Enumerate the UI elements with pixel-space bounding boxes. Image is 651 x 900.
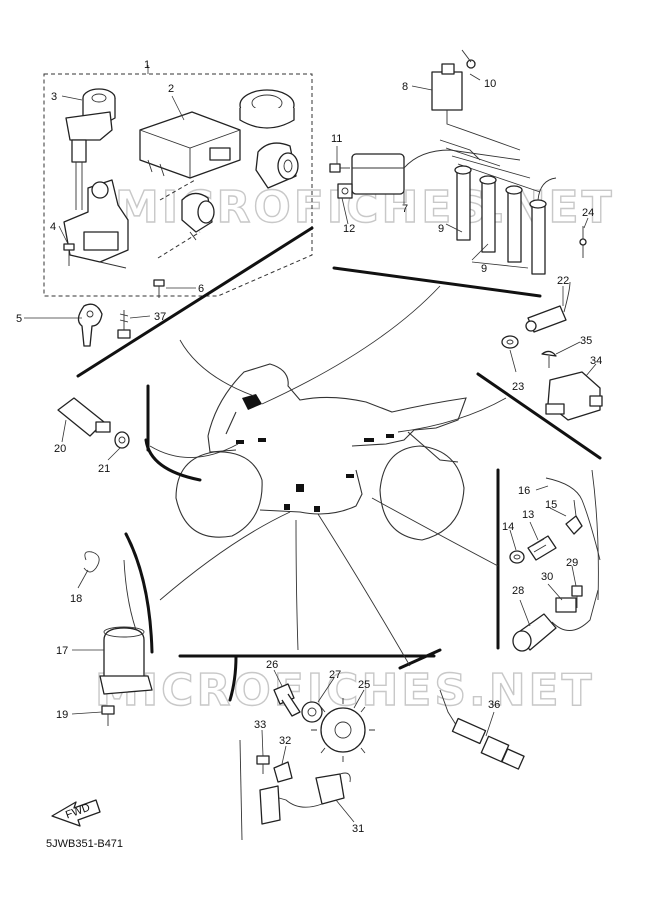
ignition-coil-8-part bbox=[431, 63, 521, 151]
callout-9b: 9 bbox=[481, 263, 487, 275]
callout-33: 33 bbox=[254, 719, 266, 731]
screw-11-part bbox=[329, 163, 350, 173]
callout-24: 24 bbox=[582, 207, 594, 219]
callout-6: 6 bbox=[198, 283, 204, 295]
fwd-arrow-icon: FWD bbox=[51, 799, 101, 827]
screw-33-part bbox=[256, 755, 270, 774]
diagram-code: 5JWB351-B471 bbox=[46, 838, 123, 850]
plug-cap-group bbox=[454, 165, 557, 275]
callout-25: 25 bbox=[358, 679, 370, 691]
callout-7: 7 bbox=[402, 203, 408, 215]
fuel-cap-lock-part bbox=[63, 179, 129, 269]
callout-26: 26 bbox=[266, 659, 278, 671]
callout-30: 30 bbox=[541, 571, 553, 583]
callout-19: 19 bbox=[56, 709, 68, 721]
callout-17: 17 bbox=[56, 645, 68, 657]
motorcycle-outline bbox=[175, 363, 467, 541]
sprocket-25-part bbox=[311, 698, 375, 762]
group-1-frame bbox=[43, 73, 313, 297]
bolt-37-part bbox=[117, 310, 131, 339]
callout-13: 13 bbox=[522, 509, 534, 521]
leader-lines bbox=[24, 73, 597, 823]
bolt-19-part bbox=[101, 705, 115, 726]
callout-9a: 9 bbox=[438, 223, 444, 235]
callout-2: 2 bbox=[168, 83, 174, 95]
o2-sensor-36-part bbox=[439, 689, 525, 770]
group-connectors bbox=[76, 226, 602, 702]
callout-21: 21 bbox=[98, 463, 110, 475]
callout-37: 37 bbox=[154, 311, 166, 323]
callout-5: 5 bbox=[16, 313, 22, 325]
callout-29: 29 bbox=[566, 557, 578, 569]
helmet-lock-part bbox=[255, 142, 299, 189]
callout-10: 10 bbox=[484, 78, 496, 90]
callout-18: 18 bbox=[70, 593, 82, 605]
seat-lock-part bbox=[239, 89, 295, 129]
callout-8: 8 bbox=[402, 81, 408, 93]
ignition-coil-7-part bbox=[351, 149, 521, 195]
callout-3: 3 bbox=[51, 91, 57, 103]
sensor-31-part bbox=[239, 739, 351, 841]
callout-15: 15 bbox=[545, 499, 557, 511]
clamp-32-part bbox=[273, 761, 293, 783]
callout-4: 4 bbox=[50, 221, 56, 233]
callout-1: 1 bbox=[144, 59, 150, 71]
tank-lock-part bbox=[181, 192, 215, 241]
callout-labels: 1 2 3 4 5 6 7 8 9 9 10 11 12 13 14 15 16… bbox=[16, 59, 602, 835]
callout-16: 16 bbox=[518, 485, 530, 497]
ecu-part bbox=[139, 111, 241, 179]
sensor-20-part bbox=[57, 397, 111, 437]
clip-18-part bbox=[83, 551, 100, 573]
callout-32: 32 bbox=[279, 735, 291, 747]
sensor-15-part bbox=[565, 499, 583, 535]
washer-14-part bbox=[509, 550, 525, 564]
sensor-34-part bbox=[545, 371, 603, 421]
washer-23-part bbox=[501, 335, 519, 349]
sensor-17-part bbox=[99, 559, 153, 695]
callout-36: 36 bbox=[488, 699, 500, 711]
cable-16-part bbox=[545, 469, 601, 601]
washer-21-part bbox=[114, 431, 130, 449]
bracket-12-part bbox=[337, 183, 353, 199]
main-switch-part bbox=[65, 88, 116, 210]
callout-22: 22 bbox=[557, 275, 569, 287]
callout-31: 31 bbox=[352, 823, 364, 835]
screw-35-part bbox=[541, 350, 557, 368]
callout-28: 28 bbox=[512, 585, 524, 597]
sensor-22-part bbox=[525, 281, 571, 333]
screw-10-part bbox=[461, 49, 476, 69]
clamp-30-part bbox=[555, 597, 577, 613]
callout-11: 11 bbox=[331, 133, 342, 145]
screw-4-part bbox=[63, 243, 75, 266]
bolt-26-part bbox=[273, 683, 301, 717]
callout-20: 20 bbox=[54, 443, 66, 455]
sensor-13-part bbox=[527, 535, 557, 561]
callout-34: 34 bbox=[590, 355, 602, 367]
callout-14: 14 bbox=[502, 521, 514, 533]
screw-6-part bbox=[153, 279, 165, 298]
callout-12: 12 bbox=[343, 223, 355, 235]
callout-35: 35 bbox=[580, 335, 592, 347]
pointer-lines bbox=[149, 285, 507, 667]
washer-27-part bbox=[301, 701, 323, 723]
cable-24-part bbox=[579, 226, 587, 258]
callout-27: 27 bbox=[329, 669, 341, 681]
key-part bbox=[77, 303, 103, 347]
sensor-28-part bbox=[512, 589, 599, 652]
callout-23: 23 bbox=[512, 381, 524, 393]
bolt-29-part bbox=[571, 585, 583, 608]
